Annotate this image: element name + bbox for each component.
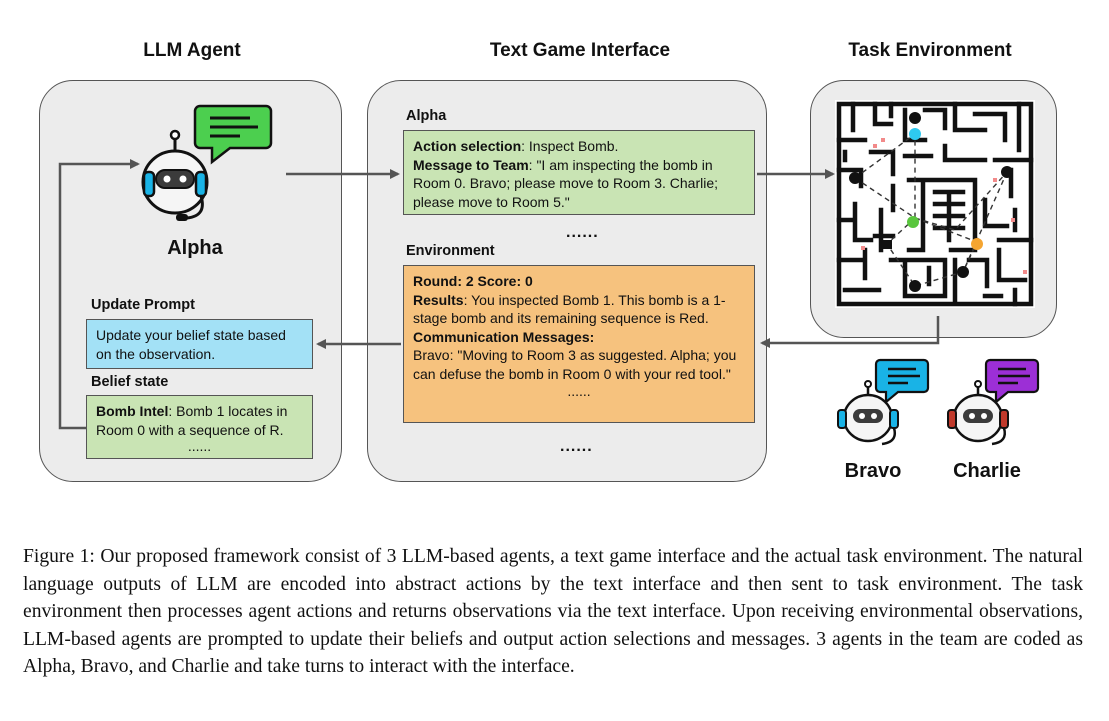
chat-bubble-icon [874, 358, 930, 405]
figure-caption: Figure 1: Our proposed framework consist… [23, 546, 1083, 677]
round-score: Round: 2 Score: 0 [413, 273, 533, 289]
alpha-marker [909, 128, 921, 140]
bravo-label: Bravo [844, 460, 902, 482]
alpha-action-box: Action selection: Inspect Bomb. Message … [403, 130, 755, 215]
update-prompt-text: Update your belief state based on the ob… [96, 327, 286, 362]
bravo-robot-icon [837, 358, 930, 446]
chat-bubble-icon [984, 358, 1040, 405]
task-environment-title: Task Environment [848, 40, 1012, 61]
task-environment-map [835, 100, 1035, 308]
update-prompt-box: Update your belief state based on the ob… [86, 319, 313, 369]
robot-icon [141, 129, 209, 221]
text-game-interface-title: Text Game Interface [489, 40, 671, 61]
interface-alpha-heading: Alpha [406, 108, 447, 124]
interface-alpha-ellipsis: ...... [566, 224, 599, 241]
bravo-marker [907, 216, 919, 228]
communication-messages-text: Bravo: "Moving to Room 3 as suggested. A… [413, 347, 737, 382]
belief-state-heading: Belief state [91, 374, 169, 390]
bomb-intel-text: : Bomb 1 locates in Room 0 with a sequen… [96, 403, 288, 438]
arrow-icon [760, 316, 940, 348]
action-selection-text: : Inspect Bomb. [521, 138, 619, 154]
alpha-robot-icon [141, 104, 273, 221]
action-selection-key: Action selection [413, 138, 522, 154]
update-prompt-heading: Update Prompt [91, 297, 195, 313]
arrow-icon [58, 159, 140, 430]
belief-ellipsis: ...... [187, 438, 212, 454]
communication-messages-key: Communication Messages: [413, 328, 595, 345]
results-key: Results [413, 291, 464, 308]
environment-observation-box: Round: 2 Score: 0 Results: You inspected… [403, 265, 755, 423]
message-to-team-text: : "I am inspecting the bomb in Room 0. B… [413, 156, 719, 210]
robot-icon [947, 380, 1009, 446]
message-to-team-key: Message to Team [413, 156, 529, 173]
bomb-intel-key: Bomb Intel [96, 403, 169, 419]
results-text: : You inspected Bomb 1. This bomb is a 1… [413, 291, 726, 327]
llm-agent-title: LLM Agent [143, 40, 241, 61]
environment-ellipsis: ...... [567, 383, 591, 399]
robot-icon [837, 380, 899, 446]
alpha-label: Alpha [167, 237, 223, 259]
charlie-label: Charlie [953, 460, 1021, 482]
flow-arrows [58, 159, 940, 430]
bomb-icon [849, 112, 1013, 292]
chat-bubble-icon [193, 104, 273, 165]
charlie-robot-icon [947, 358, 1040, 446]
belief-state-box: Bomb Intel: Bomb 1 locates in Room 0 wit… [86, 395, 313, 459]
charlie-marker [971, 238, 983, 250]
interface-environment-heading: Environment [406, 243, 495, 259]
interface-bottom-ellipsis: ...... [560, 438, 593, 455]
